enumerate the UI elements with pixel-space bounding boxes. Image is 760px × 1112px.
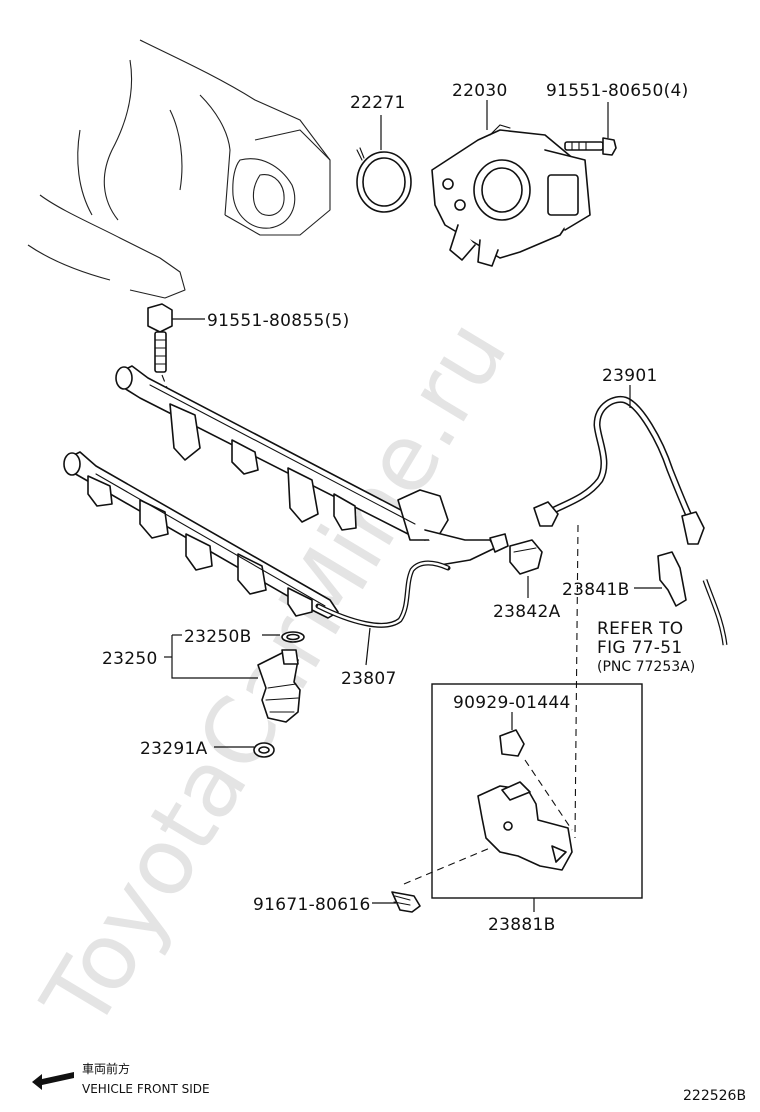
direction-japanese: 車両前方	[82, 1061, 130, 1076]
fuel-rail-rear	[115, 365, 509, 566]
label-23842A: 23842A	[493, 602, 561, 622]
clip-23841B	[657, 551, 687, 607]
label-90929-01444: 90929-01444	[453, 693, 571, 713]
label-23807: 23807	[341, 669, 397, 689]
label-23250B: 23250B	[184, 627, 252, 647]
throttle-body-22030	[431, 124, 591, 267]
refer-line-3: (PNC 77253A)	[597, 659, 695, 675]
fuel-rail-front	[63, 451, 339, 619]
clip-90929-01444	[499, 729, 525, 757]
label-23250: 23250	[102, 649, 158, 669]
label-22271: 22271	[350, 93, 406, 113]
gasket-22271	[356, 147, 412, 213]
bolt-91551-80855	[147, 303, 173, 373]
label-91671-80616: 91671-80616	[253, 895, 371, 915]
label-91551-80650: 91551-80650(4)	[546, 81, 689, 101]
refer-line-1: REFER TO	[597, 619, 683, 639]
label-22030: 22030	[452, 81, 508, 101]
label-23841B: 23841B	[562, 580, 630, 600]
refer-line-2: FIG 77-51	[597, 638, 682, 658]
bracket-23881B	[477, 781, 573, 871]
bracket-assembly-box	[431, 683, 643, 899]
seal-23291A	[253, 742, 275, 758]
label-23291A: 23291A	[140, 739, 208, 759]
bolt-91671-80616	[391, 891, 421, 913]
bolt-91551-80650	[564, 137, 617, 156]
label-23901: 23901	[602, 366, 658, 386]
fuel-pipe-23807	[315, 560, 451, 628]
figure-code: 222526B	[683, 1088, 746, 1104]
fuel-injector-23250	[257, 631, 305, 723]
direction-english: VEHICLE FRONT SIDE	[82, 1082, 210, 1096]
label-23881B: 23881B	[488, 915, 556, 935]
vehicle-front-arrow-icon	[32, 1072, 74, 1090]
label-91551-80855: 91551-80855(5)	[207, 311, 350, 331]
connector-23842A	[509, 539, 543, 575]
fuel-hose-23901	[533, 395, 705, 545]
intake-manifold-ghost	[27, 39, 331, 299]
